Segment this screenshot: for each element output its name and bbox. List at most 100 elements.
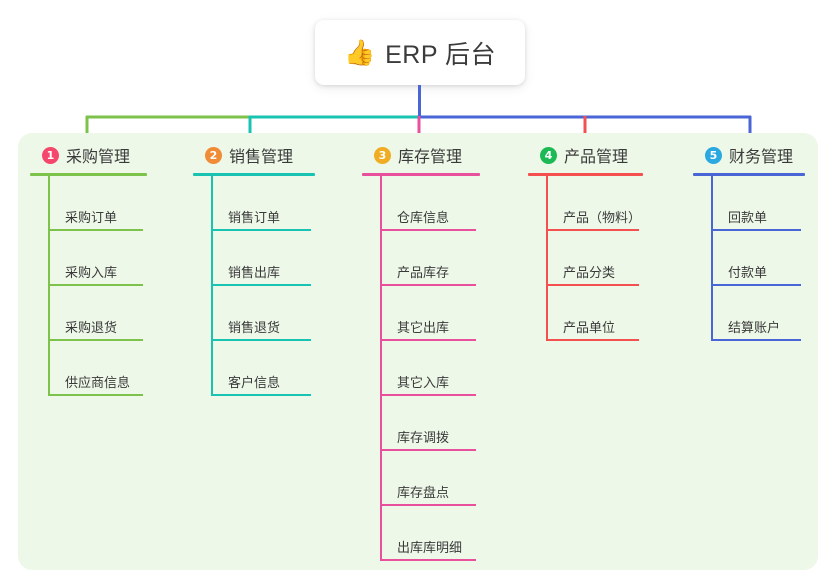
branch-number-badge: 4: [540, 146, 557, 164]
branch-item-underline: [546, 229, 639, 231]
branch-column-4[interactable]: 4 产品管理产品（物料） 产品分类产品单位: [528, 143, 643, 341]
root-node-card[interactable]: 👍 ERP 后台: [315, 20, 525, 85]
branch-item-underline: [546, 284, 639, 286]
branch-item-label: 产品（物料）: [563, 210, 642, 225]
branch-item[interactable]: 付款单: [711, 231, 805, 286]
branch-number-badge: 5: [705, 146, 722, 164]
branch-item-label: 产品分类: [563, 265, 616, 280]
branch-spine: [48, 176, 50, 396]
thumbs-up-icon: 👍: [343, 38, 376, 67]
branch-item-underline: [380, 504, 476, 506]
branch-number-badge: 2: [205, 146, 222, 164]
branch-item-underline: [380, 339, 476, 341]
branch-item[interactable]: 出库库明细: [380, 506, 480, 561]
branch-item-label: 付款单: [728, 265, 768, 280]
branch-title-underline: [693, 173, 805, 176]
branch-title-underline: [193, 173, 315, 176]
branch-item-label: 结算账户: [728, 320, 781, 335]
branch-header-4[interactable]: 4 产品管理: [528, 143, 643, 167]
branch-item-label: 其它出库: [397, 320, 450, 335]
branch-number-badge: 3: [374, 146, 391, 164]
branch-item-underline: [380, 449, 476, 451]
branch-items: 仓库信息产品库存其它出库其它入库库存调拨库存盘点出库库明细: [380, 176, 480, 561]
branch-item-underline: [380, 229, 476, 231]
branch-item-underline: [48, 284, 143, 286]
branch-item[interactable]: 采购入库: [48, 231, 147, 286]
branch-item-label: 库存盘点: [397, 485, 450, 500]
branch-item[interactable]: 结算账户: [711, 286, 805, 341]
branch-item-label: 供应商信息: [65, 375, 131, 390]
branch-items: 销售订单销售出库销售退货客户信息: [211, 176, 315, 396]
branch-item[interactable]: 库存盘点: [380, 451, 480, 506]
branch-item[interactable]: 产品分类: [546, 231, 643, 286]
branch-header-2[interactable]: 2 销售管理: [193, 143, 315, 167]
branch-item[interactable]: 库存调拨: [380, 396, 480, 451]
branch-item-label: 采购退货: [65, 320, 118, 335]
branch-item[interactable]: 采购订单: [48, 176, 147, 231]
branch-spine: [711, 176, 713, 341]
branch-item-underline: [48, 394, 143, 396]
branch-item[interactable]: 其它出库: [380, 286, 480, 341]
branch-title: 产品管理: [564, 149, 629, 166]
branch-column-2[interactable]: 2 销售管理销售订单销售出库销售退货客户信息: [193, 143, 315, 396]
branch-title: 销售管理: [229, 149, 294, 166]
branch-items: 产品（物料） 产品分类产品单位: [546, 176, 643, 341]
branch-item-underline: [211, 394, 311, 396]
branch-item-label: 销售订单: [228, 210, 281, 225]
branch-item-underline: [48, 229, 143, 231]
branch-item[interactable]: 客户信息: [211, 341, 315, 396]
branch-item[interactable]: 产品（物料）: [546, 176, 643, 231]
branch-item-underline: [380, 559, 476, 561]
branch-item-underline: [211, 229, 311, 231]
branch-item-underline: [711, 229, 801, 231]
branch-column-3[interactable]: 3 库存管理仓库信息产品库存其它出库其它入库库存调拨库存盘点出库库明细: [362, 143, 480, 561]
branch-items: 采购订单采购入库采购退货供应商信息: [48, 176, 147, 396]
branch-spine: [546, 176, 548, 341]
branch-item-label: 采购入库: [65, 265, 118, 280]
branch-item-label: 产品库存: [397, 265, 450, 280]
branch-item-underline: [211, 339, 311, 341]
branches-panel: [18, 133, 818, 570]
branch-item-label: 库存调拨: [397, 430, 450, 445]
branch-item[interactable]: 其它入库: [380, 341, 480, 396]
branch-title-underline: [528, 173, 643, 176]
branch-item-underline: [711, 339, 801, 341]
branch-item-label: 仓库信息: [397, 210, 450, 225]
branch-item-label: 采购订单: [65, 210, 118, 225]
branch-item-underline: [380, 394, 476, 396]
branch-spine: [380, 176, 382, 561]
branch-header-3[interactable]: 3 库存管理: [362, 143, 480, 167]
branch-item[interactable]: 供应商信息: [48, 341, 147, 396]
branch-item[interactable]: 销售退货: [211, 286, 315, 341]
branch-item-underline: [380, 284, 476, 286]
branch-item-underline: [546, 339, 639, 341]
branch-item-underline: [211, 284, 311, 286]
branch-item-label: 回款单: [728, 210, 768, 225]
branch-items: 回款单付款单结算账户: [711, 176, 805, 341]
branch-number-badge: 1: [42, 146, 59, 164]
branch-item[interactable]: 产品单位: [546, 286, 643, 341]
branch-item[interactable]: 销售订单: [211, 176, 315, 231]
branch-item[interactable]: 销售出库: [211, 231, 315, 286]
root-node-title: ERP 后台: [385, 40, 497, 69]
branch-item[interactable]: 产品库存: [380, 231, 480, 286]
branch-item-label: 销售出库: [228, 265, 281, 280]
branch-item-label: 其它入库: [397, 375, 450, 390]
branch-item[interactable]: 采购退货: [48, 286, 147, 341]
branch-item-label: 产品单位: [563, 320, 616, 335]
branch-title: 库存管理: [398, 149, 463, 166]
branch-item[interactable]: 回款单: [711, 176, 805, 231]
branch-item-underline: [711, 284, 801, 286]
branch-item-underline: [48, 339, 143, 341]
branch-item-label: 出库库明细: [397, 540, 463, 555]
branch-item[interactable]: 仓库信息: [380, 176, 480, 231]
branch-title-underline: [362, 173, 480, 176]
branch-title-underline: [30, 173, 147, 176]
root-node-content: 👍 ERP 后台: [344, 35, 496, 71]
branch-item-label: 客户信息: [228, 375, 281, 390]
